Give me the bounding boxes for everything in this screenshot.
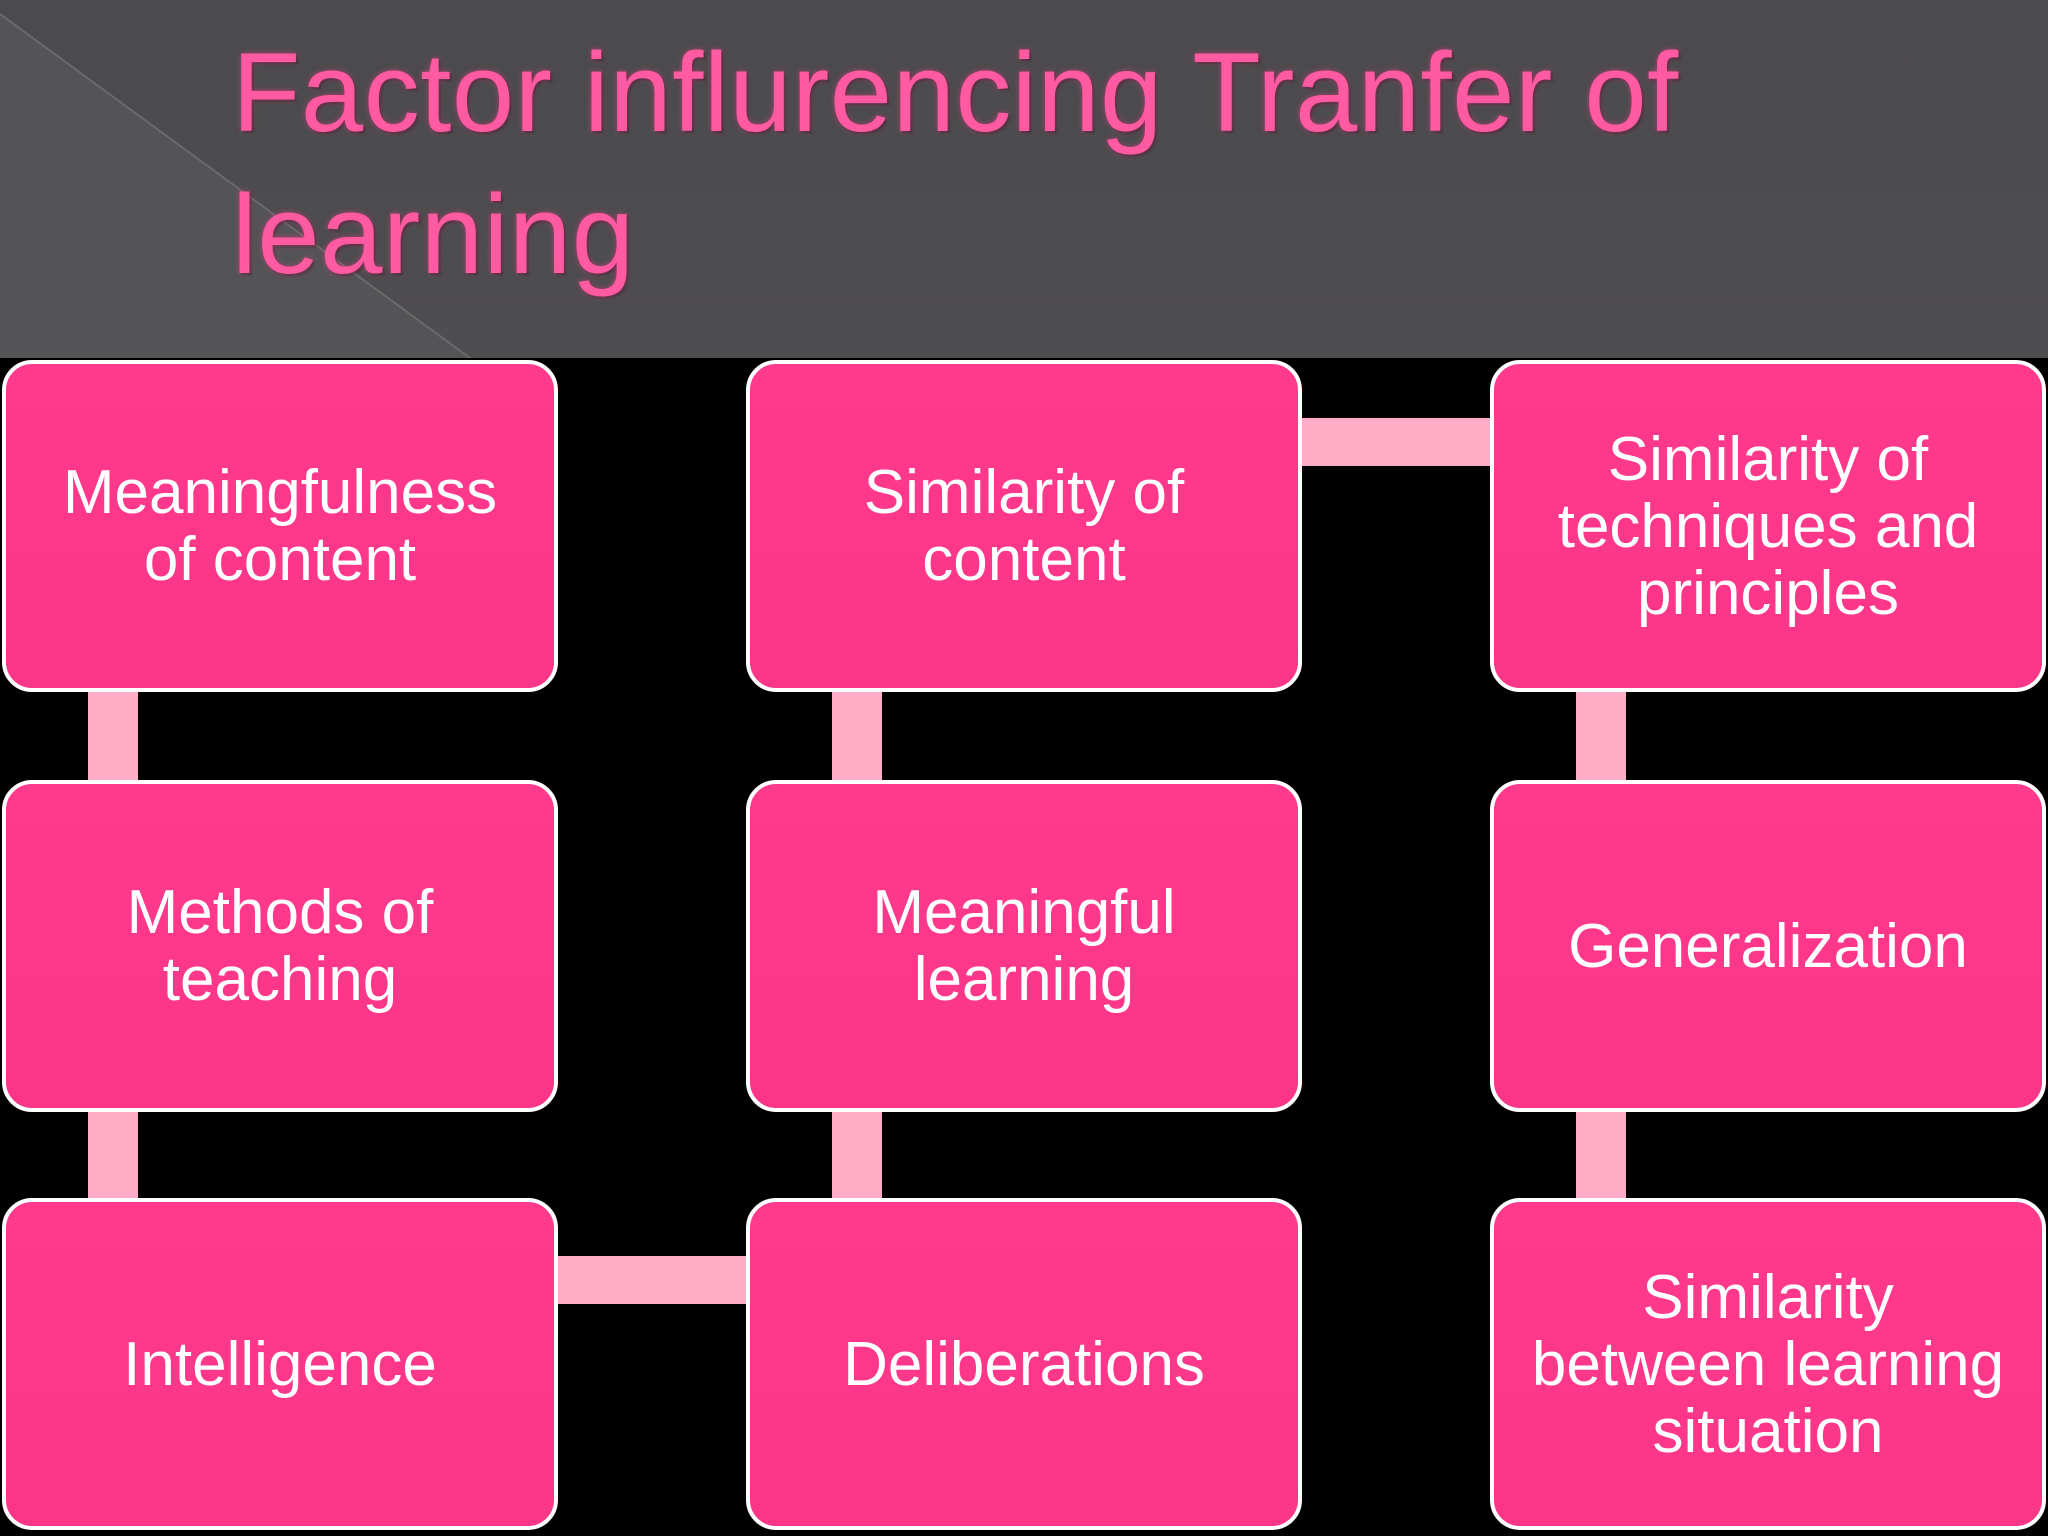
slide-title: Factor influrencing Tranfer of learning <box>232 30 1679 297</box>
box-label: Meaningfulness of content <box>62 458 498 594</box>
connector-generalization-situation <box>1576 1110 1626 1206</box>
box-similarity-of-techniques[interactable]: Similarity of techniques and principles <box>1490 360 2046 692</box>
box-deliberations[interactable]: Deliberations <box>746 1198 1302 1530</box>
box-similarity-of-content[interactable]: Similarity of content <box>746 360 1302 692</box>
box-label: Generalization <box>1568 911 1968 981</box>
box-meaningfulness-of-content[interactable]: Meaningfulness of content <box>2 360 558 692</box>
connector-similarity-content-techniques <box>1300 418 1490 466</box>
connector-techniques-generalization <box>1576 690 1626 786</box>
box-similarity-between-learning-situation[interactable]: Similarity between learning situation <box>1490 1198 2046 1530</box>
connector-methods-intelligence <box>88 1110 138 1206</box>
box-label: Meaningful learning <box>872 878 1176 1014</box>
box-label: Intelligence <box>123 1329 437 1399</box>
connector-intelligence-deliberations <box>556 1256 746 1304</box>
box-methods-of-teaching[interactable]: Methods of teaching <box>2 780 558 1112</box>
connector-meaningful-learning-similarity-content <box>832 690 882 786</box>
box-label: Similarity of techniques and principles <box>1557 424 1979 628</box>
box-meaningful-learning[interactable]: Meaningful learning <box>746 780 1302 1112</box>
box-generalization[interactable]: Generalization <box>1490 780 2046 1112</box>
box-label: Similarity of content <box>863 458 1185 594</box>
box-label: Methods of teaching <box>126 878 434 1014</box>
connector-deliberations-meaningful-learning <box>832 1110 882 1206</box>
box-label: Similarity between learning situation <box>1531 1262 2005 1466</box>
title-banner: Factor influrencing Tranfer of learning <box>0 0 2048 358</box>
banner-corner-decoration <box>0 0 471 358</box>
connector-meaningfulness-methods <box>88 690 138 786</box>
box-intelligence[interactable]: Intelligence <box>2 1198 558 1530</box>
box-label: Deliberations <box>843 1329 1205 1399</box>
